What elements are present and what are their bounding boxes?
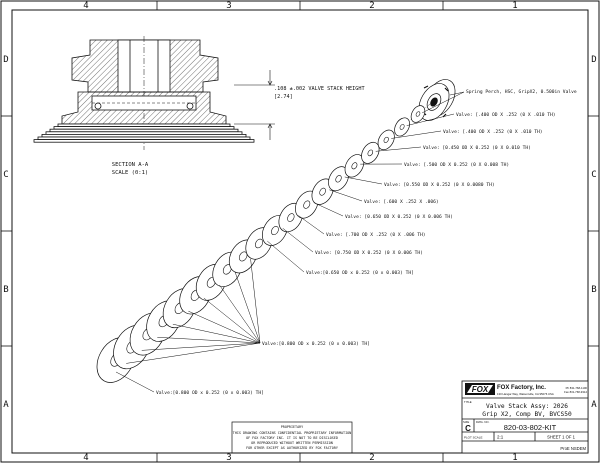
company-address: 130 Hangar Way, Watsonville, CA 95076 US… xyxy=(497,392,554,396)
leader-line xyxy=(126,342,261,364)
drawing-title-line2: Grip X2, Comp BV, BVCS50 xyxy=(482,411,572,418)
leader-line xyxy=(157,337,261,344)
leader-line xyxy=(203,297,261,344)
fox-logo: FOX xyxy=(465,383,495,395)
washer-bore xyxy=(238,251,248,262)
footer-text: ProE NSDEM xyxy=(560,446,586,451)
company-name: FOX Factory, Inc. xyxy=(497,385,546,391)
callout-valve-11: Valve:[0.800 OD x 0.252 (0 x 0.003) TH] xyxy=(262,341,370,347)
size-label: SIZE xyxy=(463,420,469,424)
washer-bore xyxy=(383,136,389,143)
callouts: Spring Perch, HSC, GripX2, 0.500in Valve… xyxy=(156,89,577,396)
logo-text: FOX xyxy=(472,385,489,394)
washer-bore xyxy=(319,187,326,196)
leader-line xyxy=(250,258,261,344)
washer-bore xyxy=(335,175,342,183)
leader-line xyxy=(344,176,383,185)
stack-height-dimension xyxy=(234,70,275,140)
section-scale: SCALE (0:1) xyxy=(112,170,148,176)
proprietary-notice: PROPRIETARY THIS DRAWING CONTAINS CONFID… xyxy=(233,425,351,450)
leader-line xyxy=(422,91,465,114)
callout-valve-9: Valve: [0.750 OD X 0.252 (0 X 0.006 TH) xyxy=(315,250,423,256)
callout-valve-8: Valve: [.700 OD X .252 (0 X .006 TH) xyxy=(326,232,426,238)
dimension-value: .108 ±.002 VALVE STACK HEIGHT xyxy=(274,86,365,92)
washer-bore xyxy=(399,124,405,130)
washer-bore xyxy=(303,200,311,209)
leader-line xyxy=(391,130,442,139)
section-view xyxy=(33,36,255,150)
callout-valve-2: Valve: [.400 OD X .252 (0 X .010 TH) xyxy=(443,129,543,135)
leader-line xyxy=(313,202,344,217)
callout-valve-12: Valve:[0.800 OD x 0.252 (0 x 0.003) TH] xyxy=(156,390,264,396)
row-label-left: B xyxy=(3,285,8,295)
washer-bore xyxy=(255,238,264,249)
valve-washers xyxy=(96,103,431,383)
company-fax: Fax 831-768-9312 xyxy=(564,390,587,394)
section-title: SECTION A-A xyxy=(112,162,149,168)
leader-line xyxy=(188,310,261,344)
callout-valve-6: Valve: [.600 X .252 X .006) xyxy=(364,199,439,205)
col-label-top: 2 xyxy=(369,1,374,11)
drawing-title-line1: Valve Stack Assy: 2026 xyxy=(486,403,568,410)
leader-line xyxy=(298,215,325,235)
leader-line xyxy=(449,91,465,96)
washer-bore xyxy=(271,226,279,236)
proprietary-line: OF FOX FACTORY INC. IT IS NOT TO BE DISC… xyxy=(246,436,338,440)
proprietary-heading: PROPRIETARY xyxy=(281,425,303,429)
leader-lines xyxy=(115,91,465,393)
proprietary-line: OR REPRODUCED WITHOUT WRITTEN PERMISSION xyxy=(251,441,333,445)
row-label-left: D xyxy=(3,55,8,65)
col-label-bottom: 3 xyxy=(226,453,231,463)
leader-line xyxy=(375,146,422,152)
washer-bore xyxy=(415,111,421,117)
plot-scale: 2:1 xyxy=(497,435,504,440)
row-label-right: C xyxy=(591,170,596,180)
row-label-left: A xyxy=(3,400,9,410)
callout-valve-4: Valve: [.500 OD X 0.252 (0 X 0.008 TH) xyxy=(404,162,509,168)
col-label-bottom: 4 xyxy=(83,453,88,463)
leader-line xyxy=(267,240,305,273)
washer-bore xyxy=(287,213,295,222)
title-label: TITLE xyxy=(464,400,472,404)
washer-bore xyxy=(351,162,358,170)
proprietary-line: FOR OTHER EXCEPT AS AUTHORIZED BY FOX FA… xyxy=(246,446,338,450)
plot-scale-label: PLOT SCALE xyxy=(464,436,482,440)
sheet-count: SHEET 1 OF 1 xyxy=(547,435,576,440)
col-label-bottom: 2 xyxy=(369,453,374,463)
leader-line xyxy=(234,271,261,344)
dwg-no-label: DWG. NO. xyxy=(476,420,490,424)
company-phone: Ph 831-768-1100 xyxy=(566,386,588,390)
callout-valve-5: Valve: [0.550 OD X 0.252 (0 X 0.0080 TH) xyxy=(384,182,495,188)
callout-valve-7: Valve: [0.650 OD X 0.252 (0 X 0.006 TH) xyxy=(345,214,453,220)
col-label-top: 3 xyxy=(226,1,231,11)
row-label-right: A xyxy=(591,400,597,410)
proprietary-box xyxy=(231,421,353,454)
proprietary-line: THIS DRAWING CONTAINS CONFIDENTIAL PROPR… xyxy=(233,431,351,435)
callout-valve-1: Valve: [.400 OD X .252 (0 X .010 TH) xyxy=(456,112,556,118)
callout-valve-10: Valve:[0.650 OD x 0.252 (0 x 0.003) TH] xyxy=(306,270,414,276)
col-label-top: 1 xyxy=(512,1,517,11)
leader-line xyxy=(329,189,363,202)
col-label-top: 4 xyxy=(83,1,88,11)
leader-line xyxy=(282,228,314,253)
leader-line xyxy=(219,284,261,344)
spring-perch xyxy=(418,79,456,121)
dimension-metric: [2.74] xyxy=(274,94,293,100)
leader-line xyxy=(406,113,455,126)
washer-bore xyxy=(367,149,374,157)
col-label-bottom: 1 xyxy=(512,453,517,463)
sheet-size: C xyxy=(465,424,471,433)
drawing-number: 820-03-802-KIT xyxy=(504,423,557,432)
row-label-right: B xyxy=(591,285,596,295)
leader-line xyxy=(141,342,261,351)
leader-line xyxy=(172,323,261,344)
leader-line xyxy=(115,371,155,393)
callout-valve-3: Valve: [0.450 OD X 0.252 (0 X 0.010 TH) xyxy=(423,145,531,151)
row-label-right: D xyxy=(591,55,596,65)
row-label-left: C xyxy=(3,170,8,180)
callout-spring-perch: Spring Perch, HSC, GripX2, 0.500in Valve xyxy=(466,89,577,95)
